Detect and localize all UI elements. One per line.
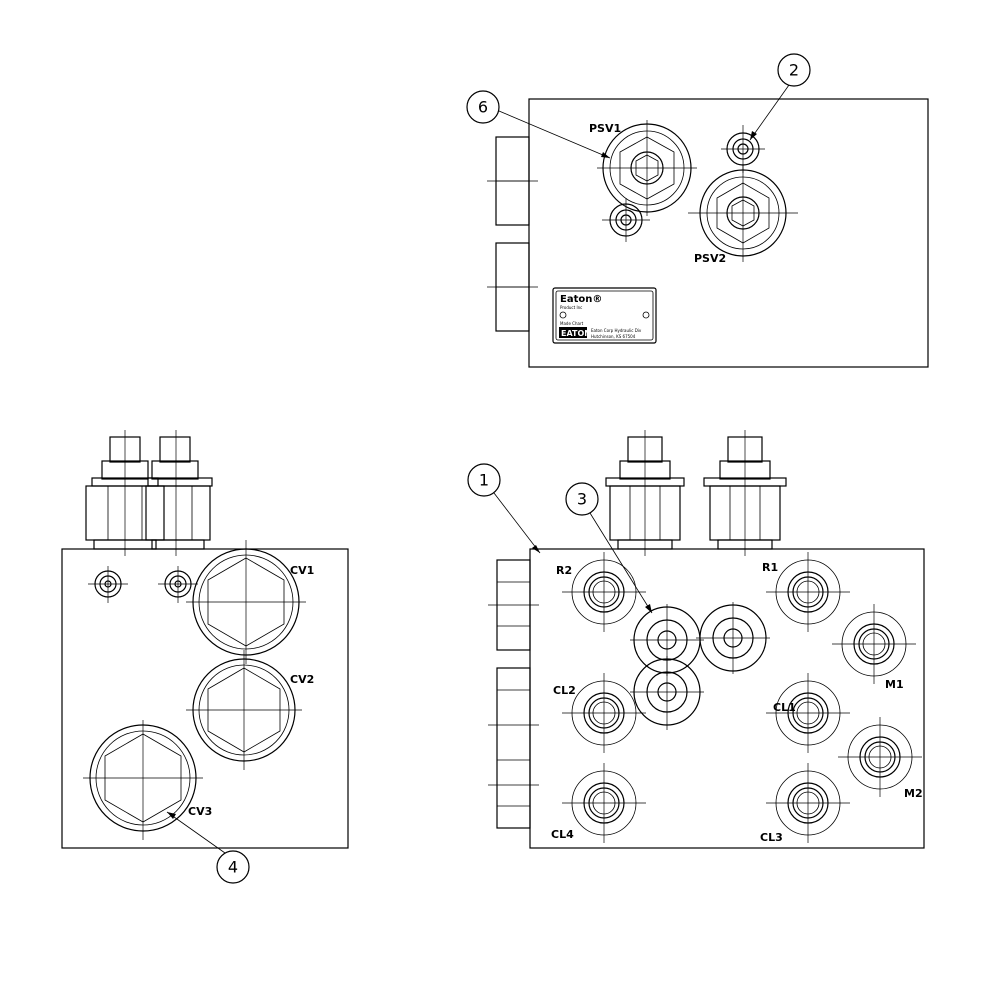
nameplate-logo: EATON <box>561 329 591 338</box>
cv3-label: CV3 <box>188 805 212 818</box>
svg-text:6: 6 <box>478 98 488 117</box>
svg-text:2: 2 <box>789 61 799 80</box>
psv1-valve <box>597 120 697 216</box>
center-port-lower <box>630 656 704 730</box>
svg-text:3: 3 <box>577 490 587 509</box>
m2-label: M2 <box>904 787 923 800</box>
left-view-block <box>61 548 349 849</box>
nameplate-brand: Eaton® <box>560 294 602 305</box>
left-view-top-fitting-2 <box>145 430 213 556</box>
left-view-gauge-port-1 <box>88 566 128 603</box>
top-view-side-fitting-upper <box>487 136 538 226</box>
r1-label: R1 <box>762 561 778 574</box>
nameplate-address1: Eaton Corp Hydraulic Div <box>591 328 642 333</box>
cv3-port <box>83 720 203 840</box>
nameplate-line3: Made Chart <box>560 321 584 326</box>
left-view: CV1 CV2 CV3 4 <box>61 430 349 884</box>
cl3-port <box>766 763 850 843</box>
cl2-label: CL2 <box>553 684 576 697</box>
cl1-label: CL1 <box>773 701 796 714</box>
svg-text:4: 4 <box>228 858 238 877</box>
center-port-upper-right <box>696 602 770 674</box>
right-view-side-fitting-2 <box>488 667 539 829</box>
callout-1: 1 <box>467 463 541 554</box>
top-view-block <box>528 98 929 368</box>
r2-label: R2 <box>556 564 572 577</box>
cv2-label: CV2 <box>290 673 314 686</box>
m1-label: M1 <box>885 678 904 691</box>
right-view-side-fitting-1 <box>488 559 539 651</box>
svg-text:1: 1 <box>479 471 489 490</box>
r2-port <box>562 552 646 632</box>
top-view-side-fitting-lower <box>487 242 538 332</box>
cv2-port <box>186 650 302 770</box>
right-view-top-fitting-1 <box>605 430 685 556</box>
cl2-port <box>562 673 646 753</box>
callout-6: 6 <box>466 90 611 159</box>
psv2-valve <box>688 164 798 262</box>
cv1-label: CV1 <box>290 564 314 577</box>
psv2-label: PSV2 <box>694 252 726 265</box>
nameplate-logo-box <box>559 327 587 338</box>
nameplate-address2: Hutchinson, KS 67504 <box>591 334 636 339</box>
r1-port <box>766 552 850 632</box>
cl3-label: CL3 <box>760 831 783 844</box>
left-view-gauge-port-2 <box>158 566 198 603</box>
top-view: PSV1 PSV2 <box>466 53 929 368</box>
callout-2: 2 <box>749 53 811 141</box>
cl4-port <box>562 763 646 843</box>
psv1-label: PSV1 <box>589 122 621 135</box>
callout-3: 3 <box>565 482 653 614</box>
left-view-top-fitting-1 <box>85 430 165 556</box>
cv1-port <box>186 540 306 664</box>
callout-4: 4 <box>166 811 250 884</box>
nameplate-line2: Product Inc <box>560 305 582 310</box>
cl1-port <box>766 673 850 753</box>
right-view-top-fitting-2 <box>703 430 787 556</box>
right-view: R2 R1 M1 <box>467 430 925 849</box>
nameplate: Eaton® Product Inc Made Chart EATON Eato… <box>552 287 657 344</box>
m2-port <box>838 717 922 797</box>
m1-port <box>832 604 916 684</box>
cl4-label: CL4 <box>551 828 574 841</box>
top-view-gauge-port-left <box>602 198 650 242</box>
